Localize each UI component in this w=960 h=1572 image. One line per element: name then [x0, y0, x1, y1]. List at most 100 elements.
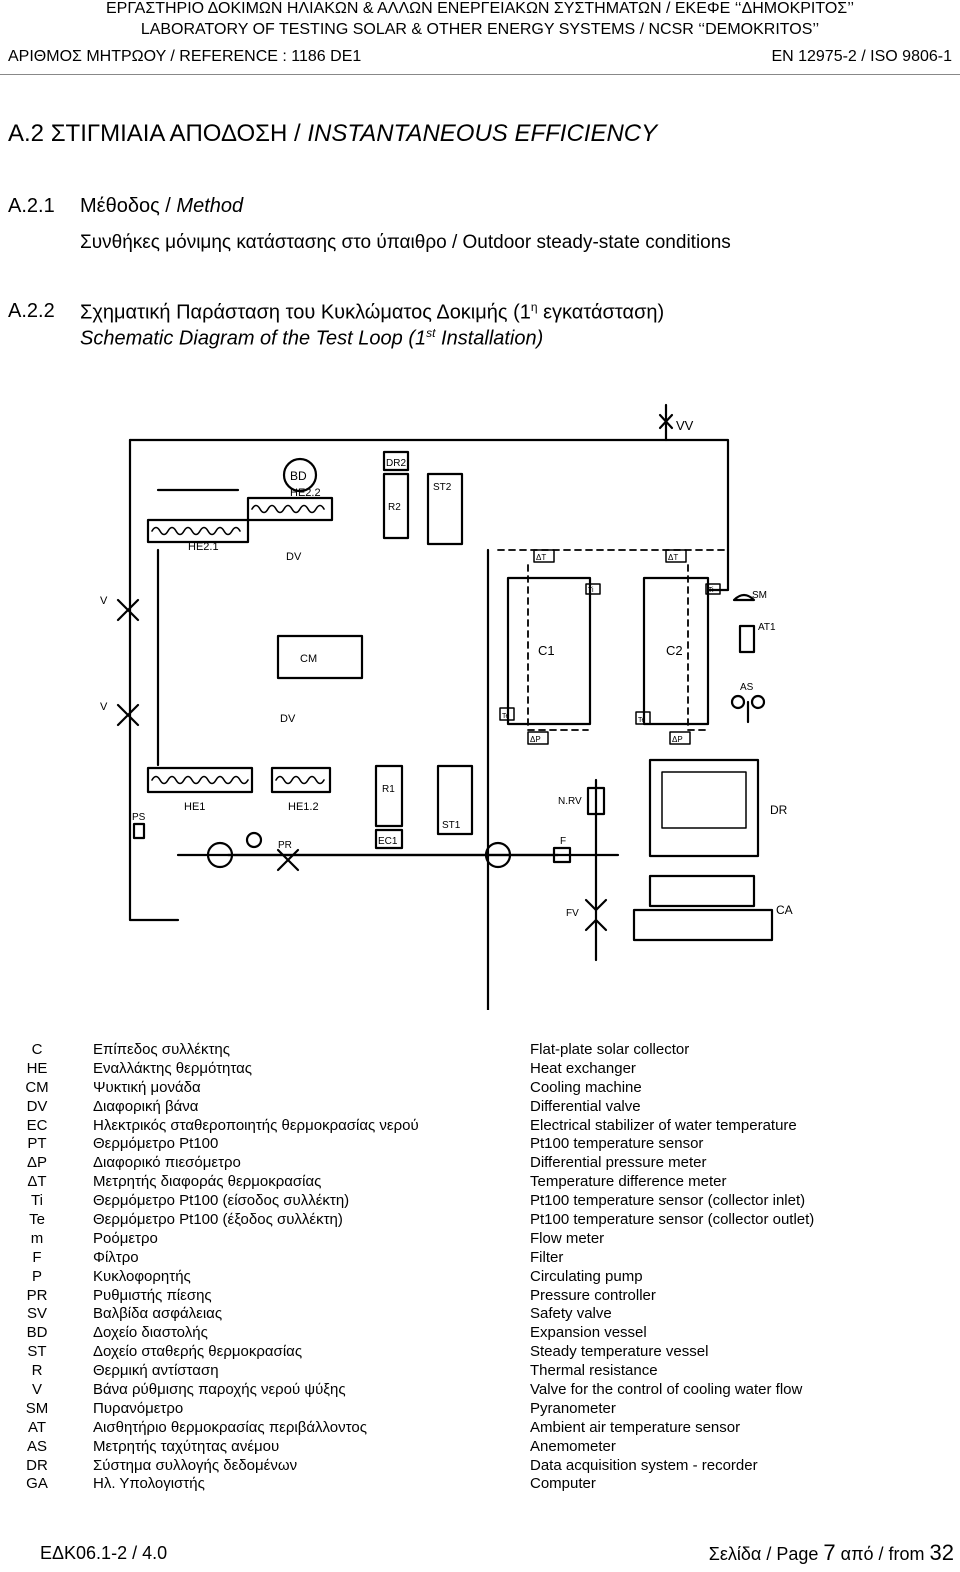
legend-greek-item: Διαφορική βάνα [93, 1097, 199, 1115]
lab-name-english: LABORATORY OF TESTING SOLAR & OTHER ENER… [140, 21, 820, 38]
filter-f [552, 846, 572, 864]
flow-meter-symbol [484, 841, 512, 869]
vessel-st2 [426, 472, 464, 546]
legend-english-item: Pyranometer [530, 1399, 616, 1417]
legend-code: PT [27, 1135, 47, 1153]
legend-code: HE [26, 1059, 48, 1077]
legend-greek-item: Πυρανόμετρο [93, 1399, 184, 1417]
legend-greek-item: Φίλτρο [93, 1248, 139, 1266]
legend-code: PR [26, 1286, 48, 1304]
legend-english-item: Pt100 temperature sensor (collector outl… [530, 1211, 815, 1229]
vessel-st1 [436, 764, 474, 836]
tag-dp2 [669, 731, 691, 745]
data-recorder-dr [648, 758, 760, 858]
legend-code: AT [27, 1418, 47, 1436]
heat-exchanger-he12 [270, 766, 332, 794]
legend-english-item: Flow meter [530, 1229, 605, 1247]
label-pr: PR [278, 840, 292, 851]
legend-greek-item: Μετρητής ταχύτητας ανέμου [93, 1437, 280, 1455]
valve-v1 [116, 598, 140, 622]
method-conditions: Συνθήκες μόνιμης κατάστασης στο ύπαιθρο … [80, 232, 731, 253]
legend-english-item: Electrical stabilizer of water temperatu… [530, 1116, 797, 1134]
signal-line-c1 [527, 564, 589, 731]
signal-line-c2 [687, 564, 709, 731]
label-v1: V [100, 595, 108, 607]
data-recorder-screen [661, 771, 747, 829]
legend-english-item: Ambient air temperature sensor [530, 1418, 741, 1436]
safety-switch-ps [132, 822, 146, 840]
legend-greek-item: Κυκλοφορητής [93, 1267, 191, 1285]
cooling-machine-cm [276, 634, 364, 680]
heat-exchanger-he1 [146, 766, 254, 794]
section-title-greek: ΣΤΙΓΜΙΑΙΑ ΑΠΟΔΟΣΗ / [50, 120, 301, 147]
label-ps: PS [132, 812, 146, 823]
legend-greek-item: Ηλεκτρικός σταθεροποιητής θερμοκρασίας ν… [93, 1116, 419, 1134]
legend-english-item: Temperature difference meter [530, 1173, 727, 1191]
label-dr2: DR2 [386, 458, 406, 469]
computer-ca-monitor [648, 874, 756, 908]
title-2-greek-a: Σχηματική Παράσταση του Κυκλώματος Δοκιμ… [80, 301, 531, 324]
tag-dt2 [665, 549, 687, 563]
label-nrv: N.RV [558, 796, 582, 807]
standard-code: EN 12975-2 / ISO 9806-1 [771, 48, 952, 65]
tag-dp1 [527, 731, 549, 745]
legend-code: C [31, 1041, 43, 1058]
subsection-title-1-greek: Μέθοδος / [80, 195, 171, 217]
legend-greek-item: Θερμόμετρο Pt100 (έξοδος συλλέκτη) [93, 1211, 343, 1229]
label-he22: HE2.2 [290, 487, 321, 499]
label-st2: ST2 [433, 482, 452, 493]
label-c2: C2 [666, 643, 683, 658]
legend-code: DR [26, 1456, 48, 1474]
coil-he21 [151, 526, 241, 536]
coil-he12 [275, 775, 325, 785]
subsection-title-2-english: Schematic Diagram of the Test Loop (1st … [80, 326, 543, 351]
lab-name-greek: ΕΡΓΑΣΤΗΡΙΟ ΔΟΚΙΜΩΝ ΗΛΙΑΚΩΝ & ΑΛΛΩΝ ΕΝΕΡΓ… [105, 0, 855, 17]
legend-english-item: Valve for the control of cooling water f… [530, 1381, 803, 1399]
label-vv: VV [676, 418, 694, 433]
legend-code: AS [26, 1437, 47, 1455]
legend-greek-item: Βάνα ρύθμισης παροχής νερού ψύξης [93, 1381, 346, 1399]
label-as: AS [740, 682, 754, 693]
legend-greek-item: Ροόμετρο [93, 1229, 158, 1247]
label-dv2: DV [280, 713, 296, 725]
legend-english-item: Filter [530, 1248, 564, 1266]
tag-dt1 [533, 549, 555, 563]
label-dp2: ΔP [672, 735, 683, 744]
stabilizer-ec1 [374, 828, 404, 850]
legend-greek-item: Ηλ. Υπολογιστής [93, 1475, 205, 1493]
header-divider [0, 74, 960, 75]
legend-english-item: Flat-plate solar collector [530, 1041, 690, 1058]
page-indicator: Σελίδα / Page 7 από / from 32 [709, 1540, 954, 1566]
collector-c2 [642, 576, 710, 726]
legend-code: P [31, 1267, 42, 1285]
legend-greek-item: Ρυθμιστής πίεσης [93, 1286, 212, 1304]
label-cm: CM [300, 653, 317, 665]
anemometer-as-cup-left [730, 694, 746, 710]
expansion-vessel-bd [282, 457, 318, 493]
legend-greek-item: Μετρητής διαφοράς θερμοκρασίας [93, 1173, 322, 1191]
legend-english-item: Pt100 temperature sensor (collector inle… [530, 1192, 806, 1210]
label-r1: R1 [382, 784, 395, 795]
recorder-dr2 [382, 450, 410, 472]
page-number: 7 [823, 1540, 836, 1565]
subsection-number-2: A.2.2 [8, 300, 55, 322]
tag-te1 [499, 707, 515, 721]
pressure-controller-pr [276, 848, 300, 872]
subsection-title-1: Μέθοδος / Method [80, 195, 243, 218]
label-he1: HE1 [184, 801, 205, 813]
title-2-greek-b: εγκατάσταση) [537, 301, 665, 324]
label-c1: C1 [538, 643, 555, 658]
legend-english-item: Expansion vessel [530, 1324, 647, 1342]
label-fv: FV [566, 908, 579, 919]
legend-code: ΔT [27, 1173, 47, 1191]
label-at1: AT1 [758, 622, 776, 633]
legend-greek-item: Σύστημα συλλογής δεδομένων [93, 1456, 298, 1474]
legend-english-item: Differential valve [530, 1097, 641, 1115]
label-ti1: Ti [588, 587, 594, 594]
legend-code: GA [26, 1475, 48, 1493]
legend-greek-item: Θερμική αντίσταση [93, 1362, 219, 1380]
legend-code: Ti [31, 1192, 43, 1210]
legend-english-item: Thermal resistance [530, 1362, 658, 1380]
subsection-title-2-greek: Σχηματική Παράσταση του Κυκλώματος Δοκιμ… [80, 300, 664, 325]
